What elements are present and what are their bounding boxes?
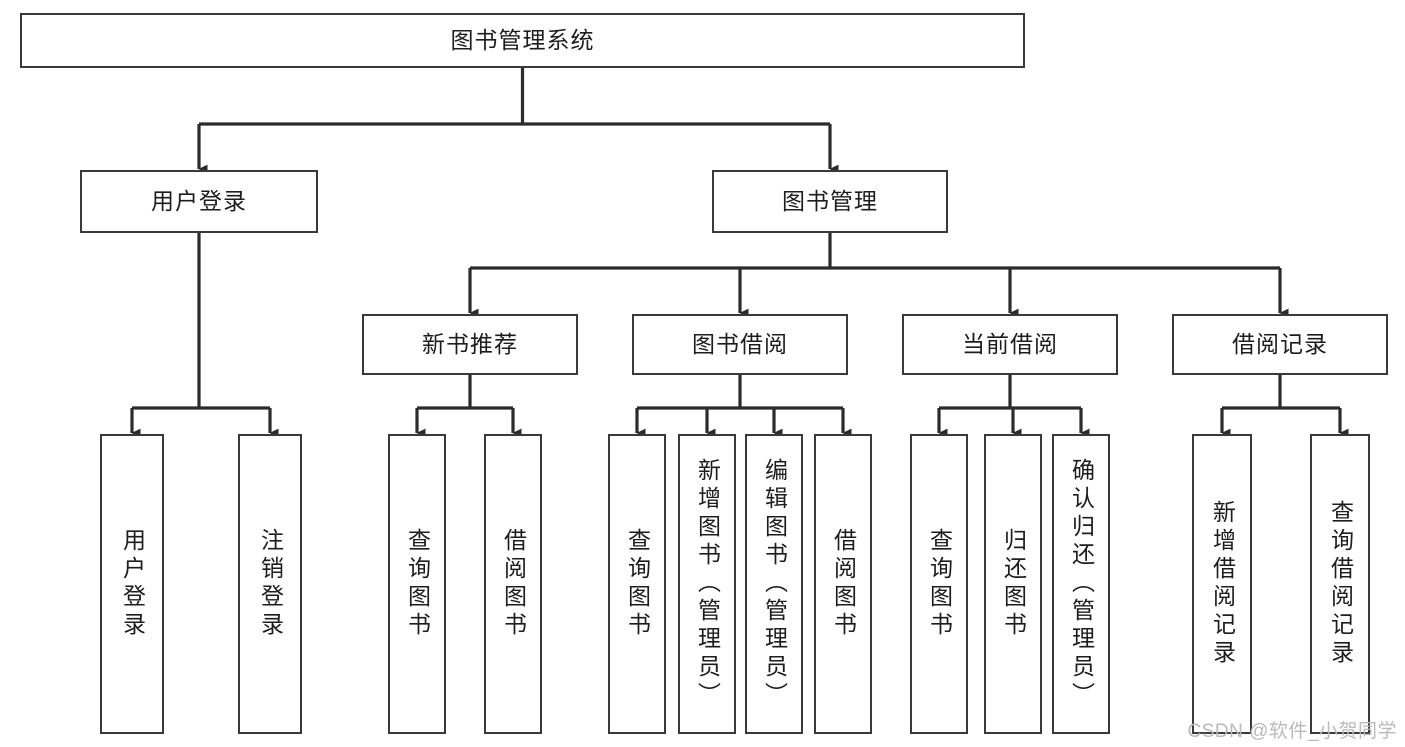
node-leaf-用户登录-0[interactable]: 用户登录 [100,434,164,734]
node-label: 用户登录 [119,528,146,640]
node-label: 图书管理系统 [450,26,595,53]
node-leaf-查询图书-8[interactable]: 查询图书 [910,434,968,734]
node-leaf-注销登录-1[interactable]: 注销登录 [238,434,302,734]
node-label: 图书借阅 [692,330,788,357]
node-label: 查询图书 [624,528,651,640]
node-leaf-查询图书-2[interactable]: 查询图书 [388,434,446,734]
node-level3-新书推荐-0[interactable]: 新书推荐 [362,314,578,375]
node-root-图书管理系统[interactable]: 图书管理系统 [20,13,1025,68]
node-label: 借阅图书 [830,528,857,640]
node-label: 新书推荐 [422,330,518,357]
node-leaf-借阅图书-7[interactable]: 借阅图书 [814,434,872,734]
node-leaf-查询图书-4[interactable]: 查询图书 [608,434,666,734]
node-label: 借阅图书 [500,528,527,640]
node-level3-图书借阅-1[interactable]: 图书借阅 [632,314,848,375]
node-leaf-新增借阅记录-11[interactable]: 新增借阅记录 [1192,434,1252,734]
node-level2-用户登录-0[interactable]: 用户登录 [80,170,318,233]
node-label: 新增图书（管理员） [694,458,721,710]
node-label: 新增借阅记录 [1209,500,1236,668]
node-label: 查询图书 [926,528,953,640]
node-label: 借阅记录 [1232,330,1328,357]
node-leaf-编辑图书管理员-6[interactable]: 编辑图书（管理员） [745,434,803,734]
node-level2-图书管理-1[interactable]: 图书管理 [712,170,948,233]
node-leaf-确认归还管理员-10[interactable]: 确认归还（管理员） [1052,434,1110,734]
node-label: 查询图书 [404,528,431,640]
node-label: 图书管理 [782,187,878,214]
node-leaf-归还图书-9[interactable]: 归还图书 [984,434,1042,734]
node-label: 归还图书 [1000,528,1027,640]
node-label: 编辑图书（管理员） [761,458,788,710]
node-label: 当前借阅 [962,330,1058,357]
node-label: 用户登录 [151,187,247,214]
node-level3-借阅记录-3[interactable]: 借阅记录 [1172,314,1388,375]
node-label: 查询借阅记录 [1327,500,1354,668]
node-level3-当前借阅-2[interactable]: 当前借阅 [902,314,1118,375]
node-label: 确认归还（管理员） [1068,458,1095,710]
node-leaf-借阅图书-3[interactable]: 借阅图书 [484,434,542,734]
node-leaf-查询借阅记录-12[interactable]: 查询借阅记录 [1310,434,1370,734]
node-leaf-新增图书管理员-5[interactable]: 新增图书（管理员） [678,434,736,734]
node-label: 注销登录 [257,528,284,640]
